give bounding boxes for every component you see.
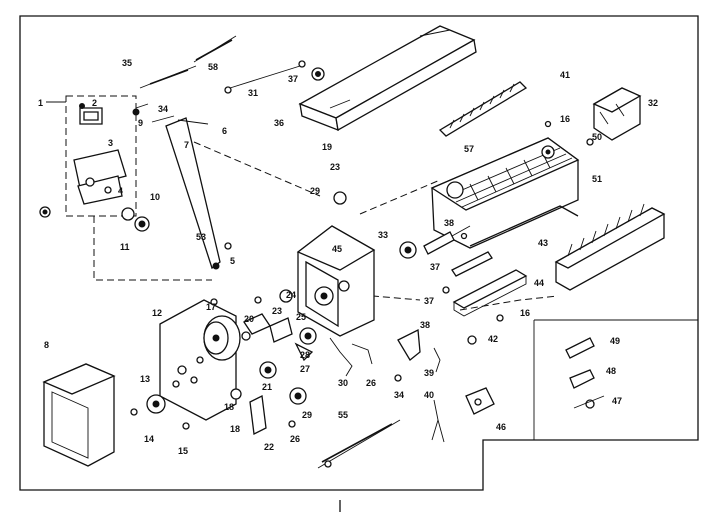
callout-51: 51 [592,174,602,184]
callout-31: 31 [248,88,258,98]
callout-39: 39 [424,368,434,378]
front-cover-8 [42,363,116,467]
callout-6: 6 [222,126,227,136]
callout-18b: 18 [230,424,240,434]
wire-harness-55 [317,419,401,469]
callout-labels: 1 2 3 4 5 6 7 8 9 10 11 12 13 14 15 16 1… [38,58,658,456]
callout-16a: 16 [560,114,570,124]
callout-9: 9 [138,118,143,128]
fill-cup-52 [592,87,642,141]
callout-10: 10 [150,192,160,202]
callout-23b: 23 [272,306,282,316]
gear-13 [146,394,166,414]
callout-4: 4 [118,186,123,196]
callout-37b: 37 [430,262,440,272]
callout-20: 20 [244,314,254,324]
callout-29b: 29 [302,410,312,420]
callout-7: 7 [184,140,189,150]
projection-line-2 [359,179,441,215]
callout-48: 48 [606,366,616,376]
mold-cover-36 [298,25,477,132]
fastener-parts-lower [130,120,594,435]
callout-15: 15 [178,446,188,456]
callout-19: 19 [322,142,332,152]
callout-44: 44 [534,278,544,288]
inset-parts-box [533,319,698,440]
callout-33: 33 [378,230,388,240]
callout-57: 57 [464,144,474,154]
heater-43 [469,205,579,247]
thermostat-bar-29 [452,269,528,317]
control-housing-33 [296,191,376,337]
ice-mold-51 [430,137,580,249]
callout-49: 49 [610,336,620,346]
ejector-blade-41 [438,81,528,137]
shaft-parts [399,225,493,294]
callout-3: 3 [108,138,113,148]
callout-14: 14 [144,434,154,444]
callout-5: 5 [230,256,235,266]
callout-35: 35 [122,58,132,68]
callout-1: 1 [38,98,43,108]
callout-37c: 37 [424,296,434,306]
callout-28: 28 [300,350,310,360]
callout-43: 43 [538,238,548,248]
callout-50: 50 [592,132,602,142]
callout-47: 47 [612,396,622,406]
callout-46: 46 [496,422,506,432]
fastener-parts-left [39,103,150,232]
callout-29a: 29 [310,186,320,196]
stripper-44 [554,203,666,291]
motor-17 [203,315,241,361]
shut-off-arm-53 [151,115,221,270]
callout-17: 17 [206,302,216,312]
callout-38b: 38 [420,320,430,330]
callout-55: 55 [338,410,348,420]
callout-53: 53 [196,232,206,242]
callout-38a: 38 [444,218,454,228]
wire-40-and-valve-46 [431,387,495,443]
callout-58: 58 [208,62,218,72]
callout-18a: 18 [224,402,234,412]
callout-30: 30 [338,378,348,388]
callout-23a: 23 [330,162,340,172]
callout-41: 41 [560,70,570,80]
callout-11: 11 [120,242,130,252]
callout-42: 42 [488,334,498,344]
callout-36: 36 [274,118,284,128]
callout-22: 22 [264,442,274,452]
callout-40: 40 [424,390,434,400]
callout-27: 27 [300,364,310,374]
callout-32: 32 [648,98,658,108]
projection-line-3 [459,295,559,311]
callout-34a: 34 [158,104,168,114]
projection-line-1 [193,141,321,197]
callout-25: 25 [296,312,306,322]
callout-26a: 26 [366,378,376,388]
callout-24: 24 [286,290,296,300]
callout-45: 45 [332,244,342,254]
callout-16b: 16 [520,308,530,318]
callout-12: 12 [152,308,162,318]
group-outline-left [93,216,212,281]
wire-harness-top [139,35,325,94]
page-frame [19,15,699,491]
callout-13: 13 [140,374,150,384]
callout-34b: 34 [394,390,404,400]
callout-8: 8 [44,340,49,350]
switch-assembly-group [46,95,137,217]
callout-2: 2 [92,98,97,108]
callout-26b: 26 [290,434,300,444]
callout-21: 21 [262,382,272,392]
callout-37a: 37 [288,74,298,84]
